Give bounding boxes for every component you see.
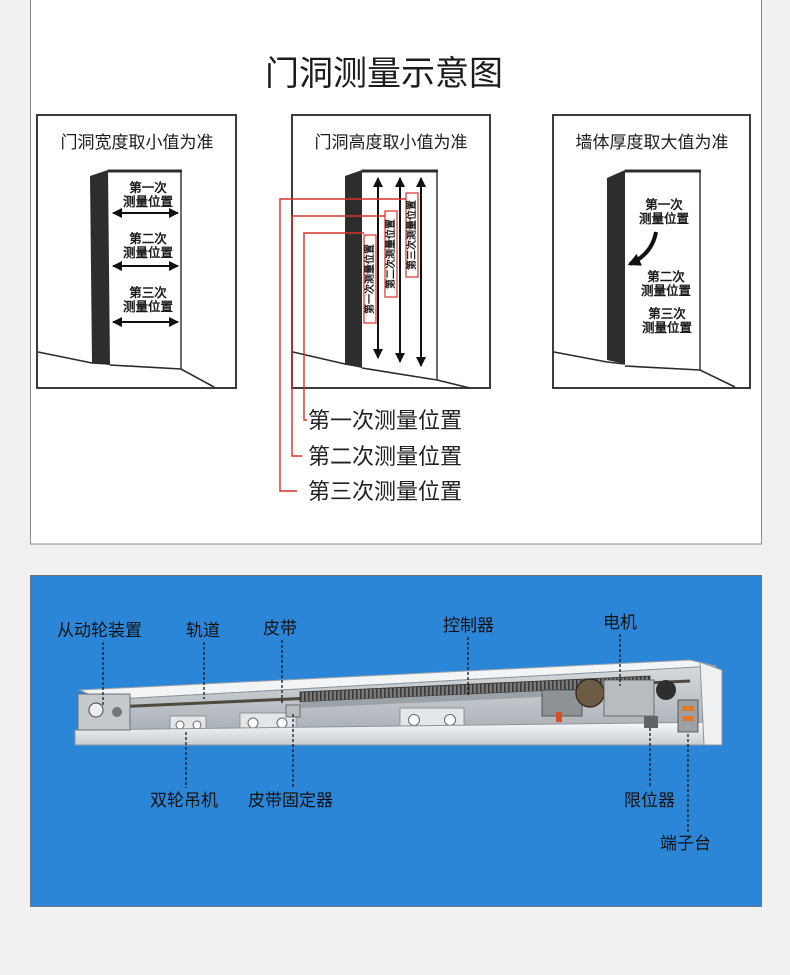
thickness-mark-1-line1: 第一次 [645,197,683,212]
legend-first: 第一次测量位置 [308,408,462,433]
door-jamb [607,170,625,364]
terminal-block [677,699,699,733]
label-track: 轨道 [186,621,220,640]
label-hanger: 双轮吊机 [150,791,218,810]
label-limiter: 限位器 [624,791,675,810]
width-mark-2-line2: 测量位置 [123,245,174,260]
curved-arrow [627,231,658,266]
label-belt: 皮带 [263,619,297,638]
measurement-title: 门洞测量示意图 [265,55,503,93]
legend-third: 第三次测量位置 [308,479,462,504]
width-mark-1-line2: 测量位置 [123,194,174,209]
height-mark-3: 第三次测量位置 [405,200,418,270]
thickness-panel: 墙体厚度取大值为准 第一次 测量位置 第二次 测量位置 第三次 测量位置 [552,114,751,389]
thickness-mark-2-line2: 测量位置 [641,283,692,298]
thickness-panel-frame [552,114,751,389]
width-panel-frame [36,114,237,389]
height-mark-3-box [405,192,419,278]
height-mark-2-box [384,210,398,298]
thickness-panel-label: 墙体厚度取大值为准 [576,133,729,152]
thickness-mark-2-line1: 第二次 [647,269,685,284]
width-panel-label: 门洞宽度取小值为准 [61,133,214,152]
thickness-mark-3-line2: 测量位置 [642,320,693,335]
door-operator-illustration [74,659,723,746]
motor-wire [556,712,562,722]
label-motor: 电机 [603,613,637,632]
door-jamb [90,170,110,365]
motor [575,678,605,708]
limiter [644,716,658,728]
driven-wheel-device [77,693,131,731]
height-mark-1: 第一次测量位置 [363,244,376,314]
leader-first [303,232,364,421]
door-jamb [345,170,362,368]
drive-pulley [656,680,676,700]
width-mark-3-line2: 测量位置 [123,299,174,314]
label-terminal: 端子台 [660,834,711,853]
rail-end-cap [699,661,723,746]
legend-second: 第二次测量位置 [308,444,462,469]
label-belt-clamp: 皮带固定器 [248,791,333,810]
leader-third [279,198,406,492]
label-controller: 控制器 [443,616,494,635]
height-mark-1-box [363,234,377,324]
width-mark-3-line1: 第三次 [129,285,167,300]
height-panel-label: 门洞高度取小值为准 [315,133,468,152]
height-mark-2: 第二次测量位置 [384,219,397,289]
motor-body [603,679,655,717]
label-driven-wheel: 从动轮装置 [57,621,142,640]
thickness-mark-1-line2: 测量位置 [639,211,690,226]
width-mark-2-line1: 第二次 [129,231,167,246]
leader-second [291,215,385,457]
thickness-mark-3-line1: 第三次 [648,306,686,321]
width-panel: 门洞宽度取小值为准 第一次 测量位置 第二次 测量位置 第三次 测量位置 [36,114,237,389]
floor-line-left [553,351,626,365]
height-panel: 门洞高度取小值为准 第一次测量位置 第二次测量位置 第三次测量位置 [279,114,491,492]
width-mark-1-line1: 第一次 [129,180,167,195]
